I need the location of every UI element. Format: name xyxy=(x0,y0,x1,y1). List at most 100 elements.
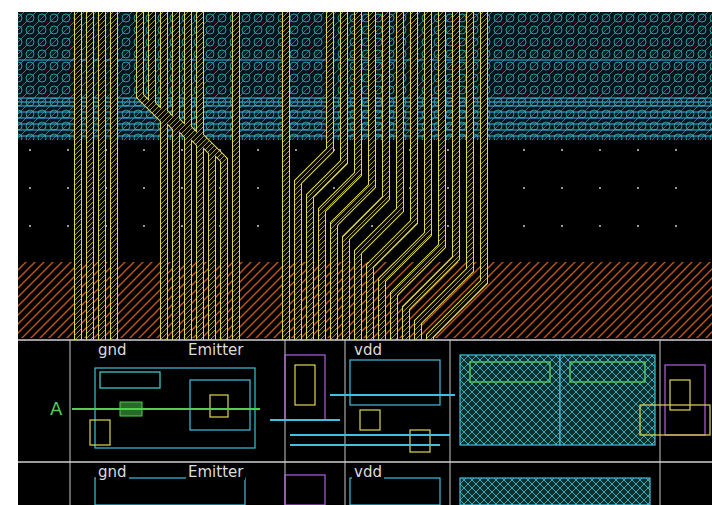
layout-shape xyxy=(181,149,183,151)
layout-shape xyxy=(460,478,650,505)
layout-shape xyxy=(665,365,705,435)
metal-wire xyxy=(310,12,344,340)
metal-wire xyxy=(18,135,712,136)
metal-wire xyxy=(72,408,260,410)
layout-shape xyxy=(295,365,315,405)
metal-wire xyxy=(86,12,94,340)
layout-shape xyxy=(181,225,183,227)
layout-shape xyxy=(181,187,183,189)
layout-shape xyxy=(78,12,484,340)
net-label: Emitter xyxy=(186,342,245,358)
layout-shape xyxy=(560,355,655,445)
layout-shape xyxy=(447,225,449,227)
layout-shape xyxy=(637,149,639,151)
layout-shape xyxy=(410,430,430,452)
layout-shape xyxy=(447,187,449,189)
metal-wire xyxy=(345,340,346,505)
layout-shape xyxy=(67,187,69,189)
layout-shape xyxy=(599,225,601,227)
layout-shape xyxy=(210,395,228,417)
metal-wire xyxy=(290,444,440,446)
metal-wire xyxy=(98,12,106,340)
metal-wire xyxy=(18,117,712,118)
layout-shape xyxy=(350,360,440,405)
layout-shape xyxy=(257,149,259,151)
metal-wire xyxy=(87,12,93,340)
metal-wire xyxy=(283,12,289,340)
layout-shape xyxy=(350,478,440,505)
metal-wire xyxy=(111,12,117,340)
metal-wire xyxy=(370,12,414,340)
layout-shape xyxy=(18,12,712,505)
layout-shape xyxy=(120,402,142,416)
layout-shape xyxy=(29,149,31,151)
metal-wire xyxy=(18,105,712,106)
layout-shape xyxy=(561,187,563,189)
net-label: vdd xyxy=(352,342,384,358)
layout-shape xyxy=(637,225,639,227)
net-label: Emitter xyxy=(186,464,245,480)
layout-shape xyxy=(100,372,160,388)
metal-wire xyxy=(450,340,451,505)
layout-shape xyxy=(143,225,145,227)
metal-wire xyxy=(418,12,470,340)
metal-wire xyxy=(18,123,712,124)
metal-wire xyxy=(660,340,661,505)
layout-shape xyxy=(67,149,69,151)
metal-wire xyxy=(75,12,81,340)
layout-shape xyxy=(561,225,563,227)
metal-wire xyxy=(18,129,712,130)
layout-shape xyxy=(257,187,259,189)
layout-shape xyxy=(447,149,449,151)
layout-shape xyxy=(570,362,645,382)
layout-shape xyxy=(523,149,525,151)
metal-wire xyxy=(18,111,712,112)
metal-wire xyxy=(18,59,712,60)
metal-wire xyxy=(18,461,712,463)
layout-shape xyxy=(599,149,601,151)
metal-wire xyxy=(233,12,239,340)
metal-wire xyxy=(282,12,290,340)
layout-shape xyxy=(257,225,259,227)
layout-shape xyxy=(285,355,325,420)
layout-shape xyxy=(675,187,677,189)
layout-shape xyxy=(143,187,145,189)
metal-wire xyxy=(430,12,484,340)
metal-wire xyxy=(18,97,712,98)
layout-shape xyxy=(675,149,677,151)
metal-wire xyxy=(330,394,455,396)
layout-shape xyxy=(523,187,525,189)
layout-shape xyxy=(599,187,601,189)
metal-wire xyxy=(110,12,118,340)
layout-shape xyxy=(470,362,550,382)
net-label: gnd xyxy=(96,342,129,358)
layout-shape xyxy=(67,225,69,227)
layout-shape xyxy=(90,420,110,445)
metal-wire xyxy=(394,12,442,340)
layout-shape xyxy=(523,225,525,227)
metal-wire xyxy=(99,12,105,340)
metal-wire xyxy=(18,339,712,341)
input-pin-label: A xyxy=(48,399,64,418)
layout-shape xyxy=(637,187,639,189)
metal-wire xyxy=(18,101,712,102)
metal-wire xyxy=(200,12,224,340)
layout-shape xyxy=(371,225,373,227)
metal-wire xyxy=(70,340,71,505)
metal-wire xyxy=(322,12,358,340)
layout-shape xyxy=(285,475,325,505)
layout-shape xyxy=(29,225,31,227)
layout-shape xyxy=(18,262,712,338)
layout-shape xyxy=(18,340,712,505)
layout-shape xyxy=(295,149,297,151)
layout-shape xyxy=(460,355,560,445)
layout-shape xyxy=(640,405,710,435)
metal-wire xyxy=(74,12,82,340)
layout-shape xyxy=(333,187,335,189)
layout-shape xyxy=(18,12,712,140)
metal-wire xyxy=(298,12,330,340)
metal-wire xyxy=(334,12,372,340)
